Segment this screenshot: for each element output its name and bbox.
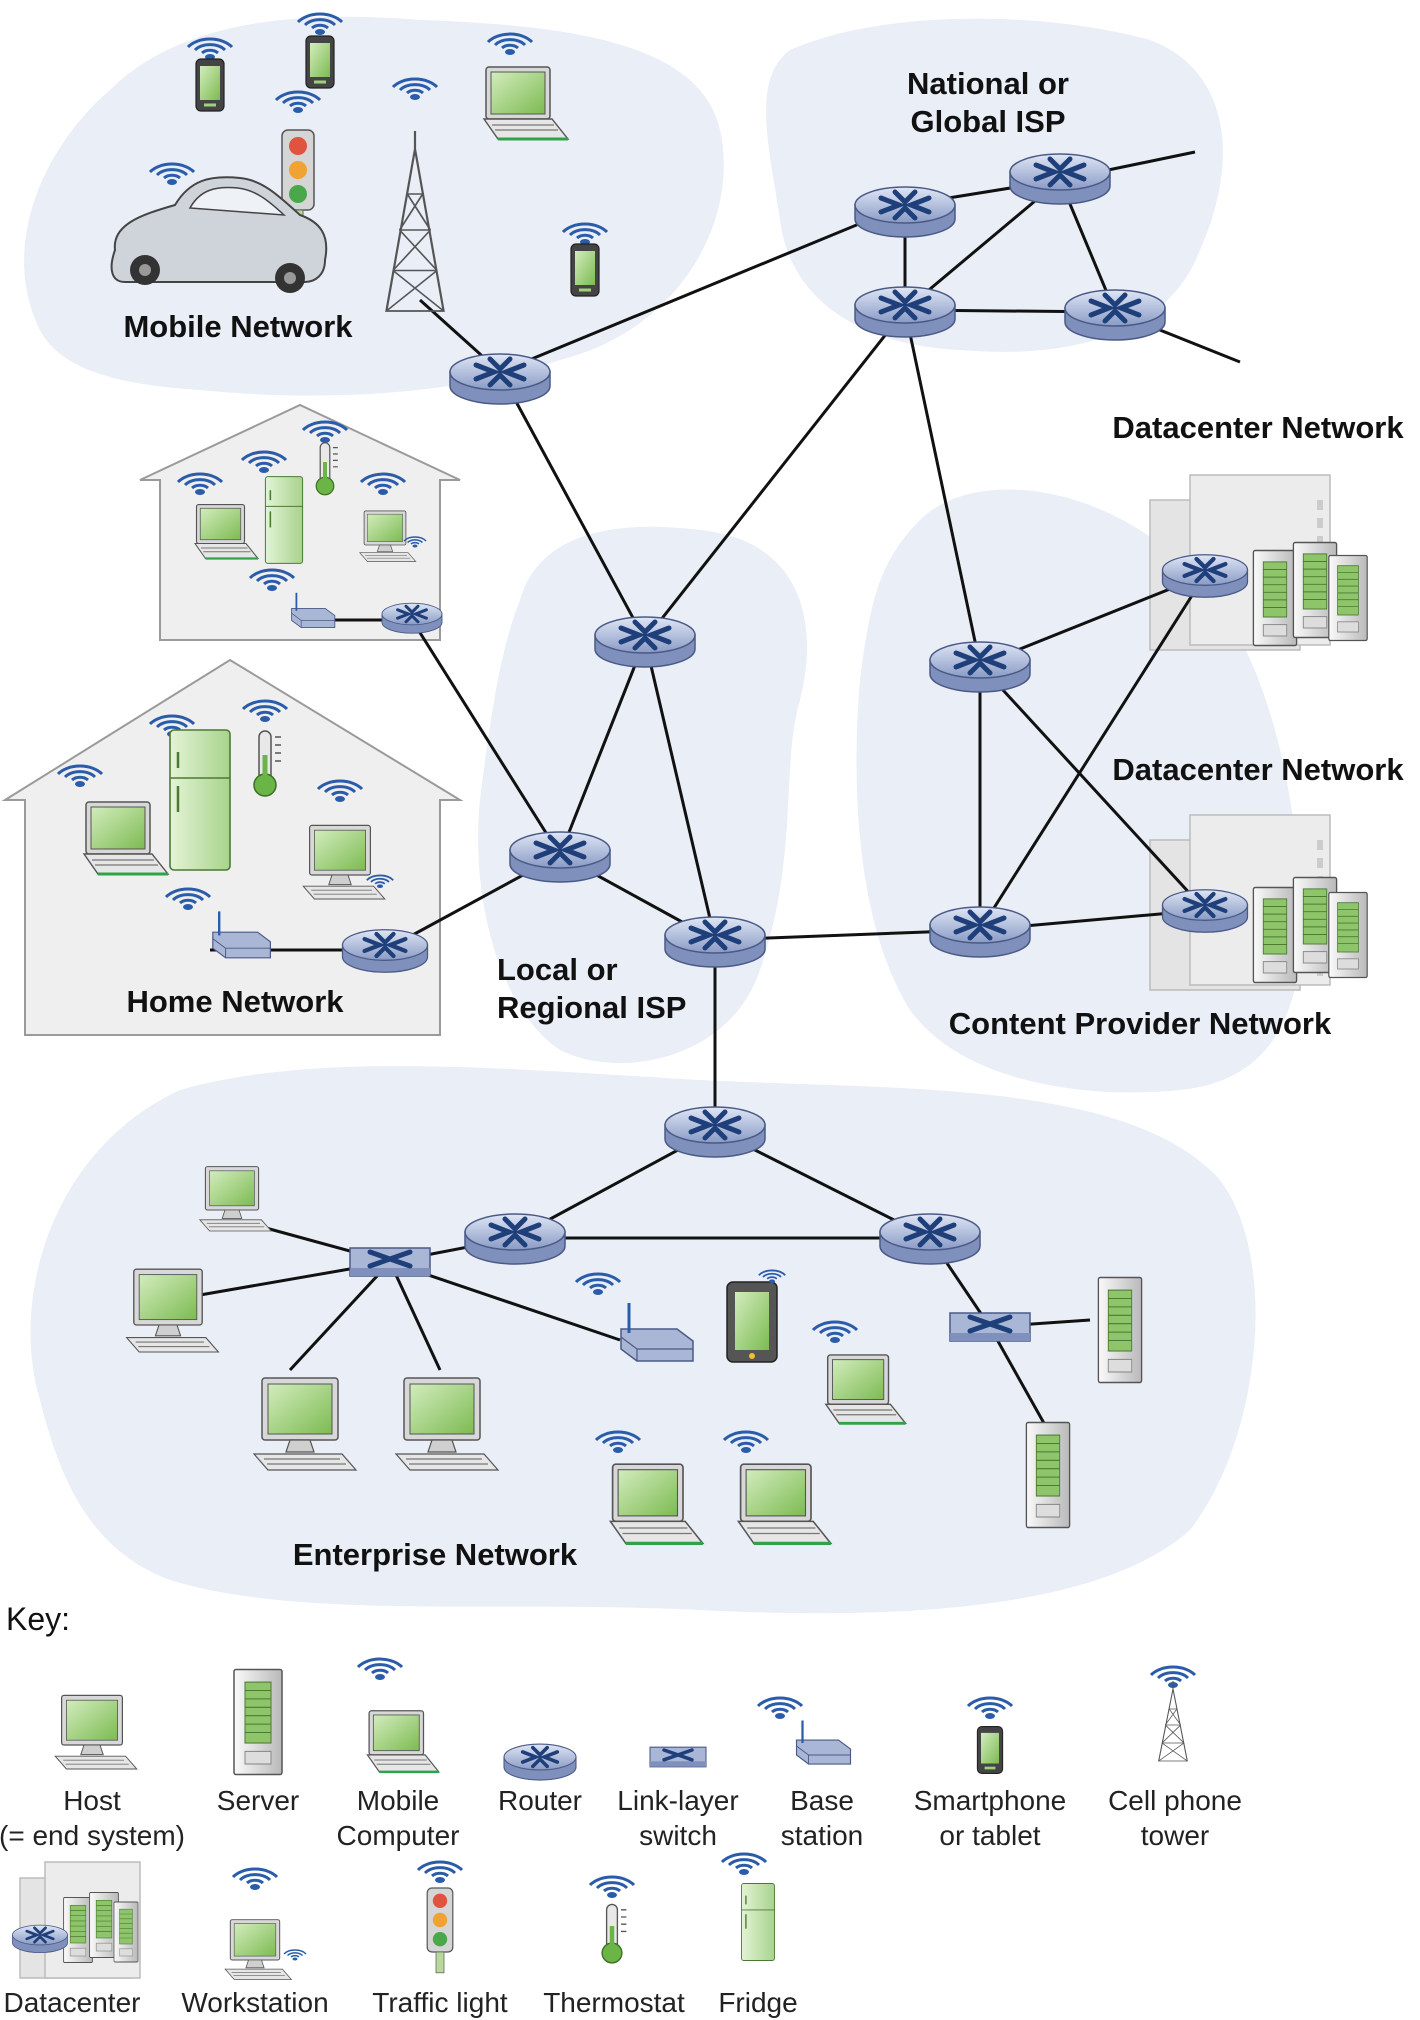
- key-mobile-computer-icon: [356, 1657, 441, 1774]
- router-icon: [1163, 890, 1248, 933]
- label-enterprise-network: Enterprise Network: [293, 1537, 578, 1572]
- key-host-label-2: (= end system): [0, 1820, 185, 1851]
- label-home-network: Home Network: [126, 984, 344, 1019]
- label-global-isp-line2: Global ISP: [910, 104, 1065, 139]
- label-datacenter-network-2: Datacenter Network: [1112, 752, 1404, 787]
- router-icon: [465, 1214, 565, 1264]
- key-cell-tower-icon: [1149, 1665, 1197, 1762]
- router-icon: [380, 601, 444, 635]
- car-icon: [110, 162, 328, 293]
- router-icon: [930, 907, 1030, 957]
- label-content-provider-network: Content Provider Network: [949, 1006, 1332, 1041]
- key-datacenter-label: Datacenter: [4, 1987, 141, 2018]
- router-icon: [665, 917, 765, 967]
- mobile-network-devices: [110, 12, 609, 313]
- router-icon: [510, 832, 610, 882]
- router-icon: [880, 1214, 980, 1264]
- tablet-icon: [726, 1269, 787, 1363]
- key-mobile-computer-label-2: Computer: [337, 1820, 460, 1851]
- key-workstation-icon: [224, 1867, 307, 1980]
- router-icon: [930, 642, 1030, 692]
- key-mobile-computer-label-1: Mobile: [357, 1785, 439, 1816]
- label-regional-isp-line2: Regional ISP: [497, 990, 686, 1025]
- global-isp-region: [766, 18, 1223, 352]
- key-cell-tower-label-1: Cell phone: [1108, 1785, 1242, 1816]
- label-datacenter-network-1: Datacenter Network: [1112, 410, 1404, 445]
- key-base-station-label-1: Base: [790, 1785, 854, 1816]
- router-icon: [450, 354, 550, 404]
- key-smartphone-icon: [966, 1696, 1014, 1775]
- router-icon: [665, 1107, 765, 1157]
- key-base-station-label-2: station: [781, 1820, 864, 1851]
- router-icon: [595, 617, 695, 667]
- key-base-station-icon: [756, 1696, 852, 1766]
- key-thermostat-label: Thermostat: [543, 1987, 685, 2018]
- router-icon: [1010, 154, 1110, 204]
- server-icon: [1025, 1421, 1071, 1529]
- key-smartphone-label-2: or tablet: [939, 1820, 1040, 1851]
- key-router-icon: [502, 1742, 578, 1782]
- router-icon: [1065, 290, 1165, 340]
- key-server-label: Server: [217, 1785, 299, 1816]
- key-host-label-1: Host: [63, 1785, 121, 1816]
- router-icon: [1163, 555, 1248, 598]
- router-icon: [855, 287, 955, 337]
- key-thermostat-icon: [588, 1875, 636, 1963]
- key-router-label: Router: [498, 1785, 582, 1816]
- label-regional-isp-line1: Local or: [497, 952, 618, 987]
- key-server-icon: [233, 1668, 283, 1776]
- enterprise-devices: [125, 1166, 1143, 1546]
- key-traffic-light-label: Traffic light: [372, 1987, 508, 2018]
- key-cell-tower-label-2: tower: [1141, 1820, 1209, 1851]
- key-switch-icon: [648, 1745, 708, 1769]
- server-icon: [1097, 1276, 1143, 1384]
- key-traffic-light-icon: [416, 1860, 464, 1974]
- switch-icon: [350, 1248, 430, 1276]
- key-host-icon: [54, 1694, 138, 1770]
- router-icon: [855, 187, 955, 237]
- label-mobile-network: Mobile Network: [123, 309, 353, 344]
- key-workstation-label: Workstation: [181, 1987, 328, 2018]
- switch-icon: [950, 1313, 1030, 1341]
- datacenter-servers-1: [1252, 541, 1368, 647]
- router-icon: [343, 930, 428, 973]
- key-smartphone-label-1: Smartphone: [914, 1785, 1067, 1816]
- key-switch-label-2: switch: [639, 1820, 717, 1851]
- datacenter-servers-2: [1252, 876, 1368, 984]
- key-fridge-icon: [720, 1852, 776, 1962]
- key-fridge-label: Fridge: [718, 1987, 797, 2018]
- key-title: Key:: [6, 1601, 70, 1637]
- key-switch-label-1: Link-layer: [617, 1785, 738, 1816]
- home-house-large: [1, 658, 464, 1036]
- key-datacenter-icon: [11, 1861, 141, 1979]
- label-global-isp-line1: National or: [907, 66, 1069, 101]
- key-legend: Key: Host (= end system) Server Mobile C…: [0, 1601, 1242, 2018]
